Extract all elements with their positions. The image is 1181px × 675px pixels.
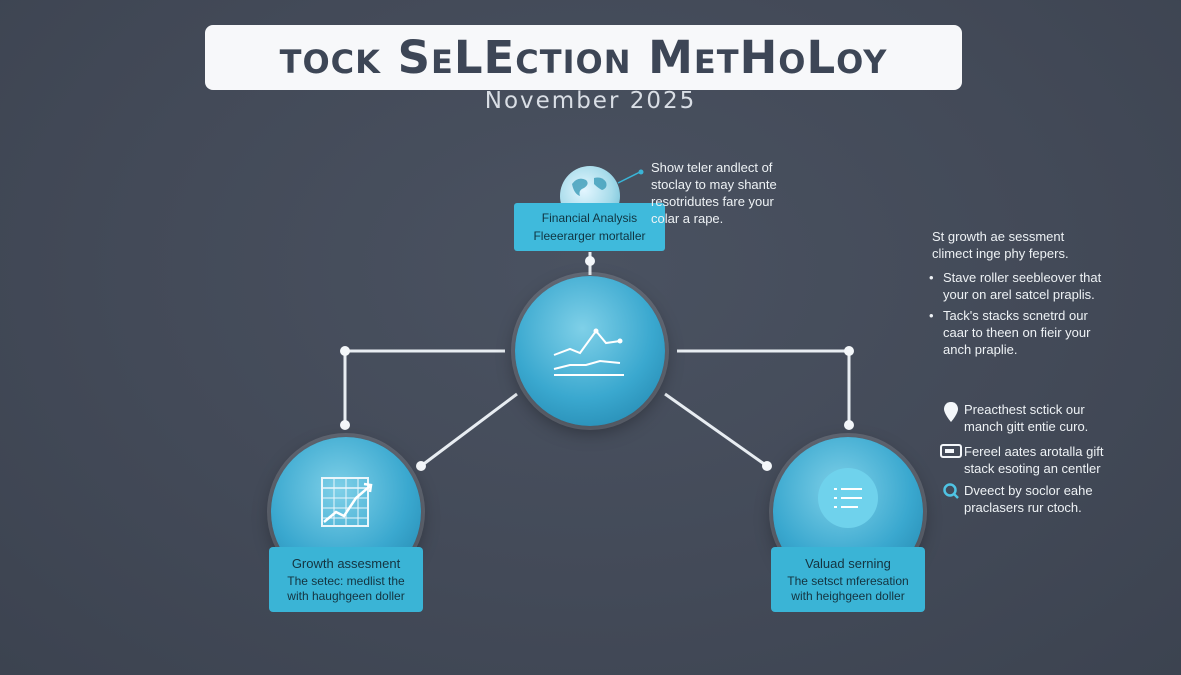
connector-dot: [762, 461, 772, 471]
growth-card: Growth assesment The setec: medlist the …: [269, 547, 423, 612]
connector-dot: [340, 346, 350, 356]
item-line: praclasers rur ctoch.: [964, 500, 1082, 515]
right-heading-line: climect inge phy fepers.: [932, 246, 1069, 261]
connector-dot: [844, 346, 854, 356]
top-note: Show teler andlect of stoclay to may sha…: [651, 159, 777, 227]
right-panel-heading: St growth ae sessment climect inge phy f…: [932, 228, 1069, 262]
page-subtitle: November 2025: [484, 88, 697, 114]
page-title: tock SeLEction MetHoLoy: [279, 31, 888, 84]
location-pin-icon: [938, 401, 964, 427]
growth-title: Growth assesment: [291, 556, 401, 571]
connector-dot: [416, 461, 426, 471]
value-line: with heighgeen doller: [791, 589, 905, 603]
item-line: manch gitt entie curo.: [964, 419, 1089, 434]
top-note-line: Show teler andlect of: [651, 160, 773, 175]
value-title: Valuad serning: [805, 556, 891, 571]
value-card: Valuad serning The setsct mferesation wi…: [771, 547, 925, 612]
financial-analysis-card: Financial Analysis Fleeerarger mortaller: [514, 203, 665, 251]
right-item: Preacthest sctick our manch gitt entie c…: [938, 401, 1088, 435]
connector-left-diagonal: [420, 392, 518, 468]
list-icon: [818, 468, 878, 528]
list-item: • Stave roller seebleover that your on a…: [929, 270, 1102, 302]
connector-dot: [340, 420, 350, 430]
title-banner: tock SeLEction MetHoLoy: [205, 25, 962, 90]
bullet-line: anch praplie.: [943, 342, 1018, 357]
bullet-line: Stave roller seebleover that: [943, 270, 1102, 285]
line-chart-icon: [553, 328, 624, 376]
growth-line: with haughgeen doller: [287, 589, 405, 603]
item-line: Dveect by soclor eahe: [964, 483, 1093, 498]
right-item: Fereel aates arotalla gift stack esoting…: [938, 443, 1103, 477]
item-line: Preacthest sctick our: [964, 402, 1085, 417]
bullet-line: caar to theen on fieir your: [943, 325, 1091, 340]
connector-dot: [585, 256, 595, 266]
top-note-line: resotridutes fare your: [651, 194, 774, 209]
right-heading-line: St growth ae sessment: [932, 229, 1065, 244]
globe-icon: [560, 166, 620, 206]
spreadsheet-growth-icon: [321, 477, 373, 527]
top-note-line: colar a rape.: [651, 211, 724, 226]
right-bullet-list: • Stave roller seebleover that your on a…: [929, 269, 1101, 358]
value-line: The setsct mferesation: [787, 574, 909, 588]
bullet-line: your on arel satcel praplis.: [943, 287, 1095, 302]
bullet-line: Tack's stacks scnetrd our: [943, 308, 1088, 323]
right-item: Dveect by soclor eahe praclasers rur cto…: [938, 482, 1093, 516]
search-icon: [938, 482, 964, 508]
item-line: stack esoting an centler: [964, 461, 1101, 476]
financial-analysis-subtitle: Fleeerarger mortaller: [533, 229, 646, 243]
top-note-line: stoclay to may shante: [651, 177, 777, 192]
connector-right-diagonal: [664, 392, 768, 468]
list-item: • Tack's stacks scnetrd our caar to thee…: [929, 308, 1091, 357]
center-node: [515, 276, 665, 426]
item-line: Fereel aates arotalla gift: [964, 444, 1104, 459]
growth-line: The setec: medlist the: [287, 574, 405, 588]
connector-dot: [844, 420, 854, 430]
financial-analysis-title: Financial Analysis: [541, 211, 638, 225]
card-icon: [938, 443, 964, 469]
globe-pointer: [617, 171, 641, 184]
